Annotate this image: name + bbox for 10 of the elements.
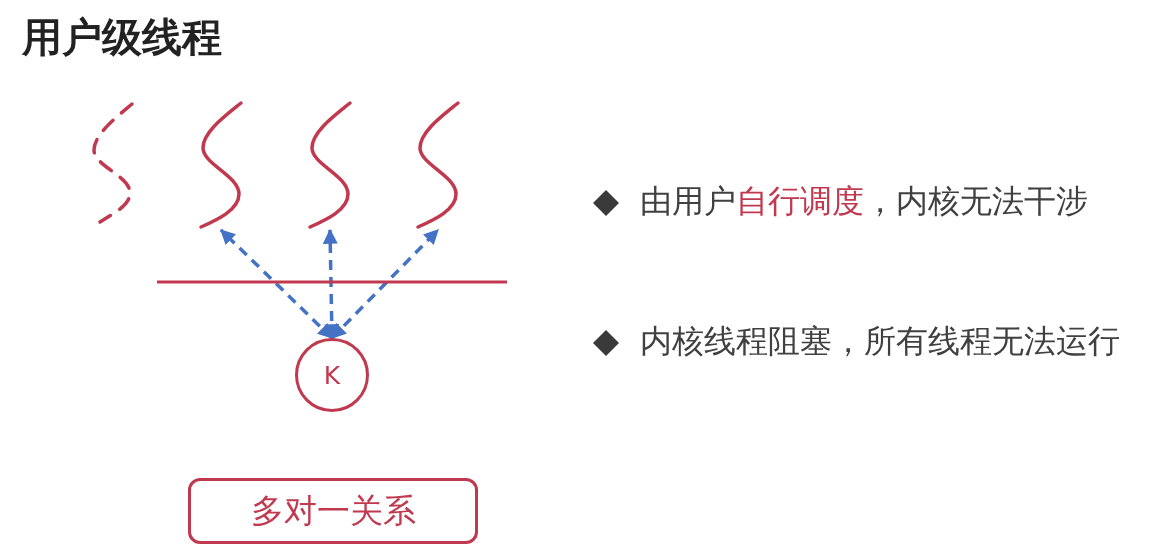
wavy-line	[197, 100, 245, 230]
dashed-arrow	[330, 228, 440, 340]
wavy-line	[414, 100, 462, 230]
wavy-line	[306, 100, 354, 230]
kernel-circle: K	[295, 338, 369, 412]
title: 用户级线程	[22, 14, 222, 60]
dashed-wavy-line	[90, 100, 136, 224]
relation-box: 多对一关系	[188, 478, 478, 544]
bullet-text: 由用户自行调度，内核无法干涉	[640, 182, 1088, 221]
bullet-text: 内核线程阻塞，所有线程无法运行	[640, 322, 1120, 361]
